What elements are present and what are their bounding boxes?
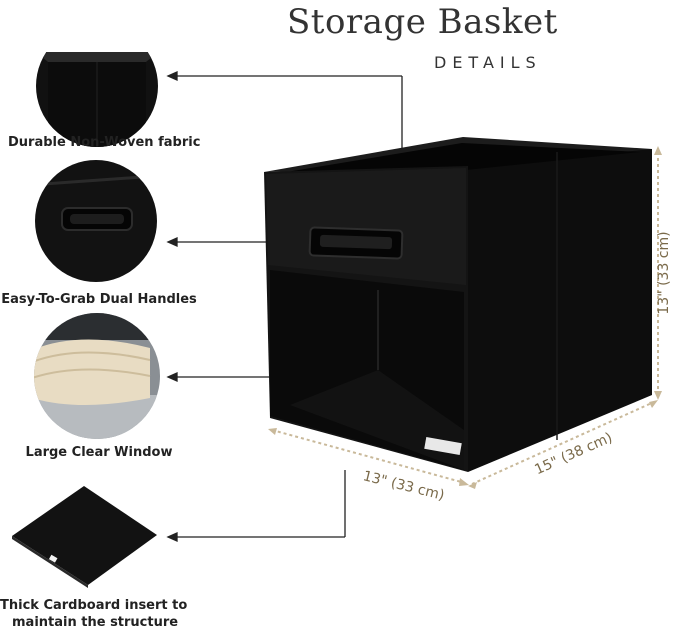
page-subtitle: DETAILS	[434, 53, 542, 72]
feature-label-window: Large Clear Window	[25, 445, 173, 460]
feature-label-cardboard-line2: maintain the structure	[12, 615, 179, 630]
cardboard-insert-icon	[12, 486, 157, 588]
dimension-height-label: 13" (33 cm)	[656, 231, 672, 315]
storage-basket-product	[264, 137, 652, 472]
fabric-closeup-icon	[36, 25, 158, 147]
feature-label-handles: Easy-To-Grab Dual Handles	[1, 292, 197, 307]
feature-label-fabric: Durable Non-Woven fabric	[8, 135, 201, 150]
window-closeup-icon	[34, 313, 160, 439]
dimension-lines	[271, 152, 659, 485]
handle-closeup-icon	[35, 160, 157, 282]
page-title: Storage Basket	[287, 2, 558, 42]
feature-label-cardboard-line1: Thick Cardboard insert to	[0, 598, 188, 613]
dimension-arrowheads	[268, 146, 662, 489]
